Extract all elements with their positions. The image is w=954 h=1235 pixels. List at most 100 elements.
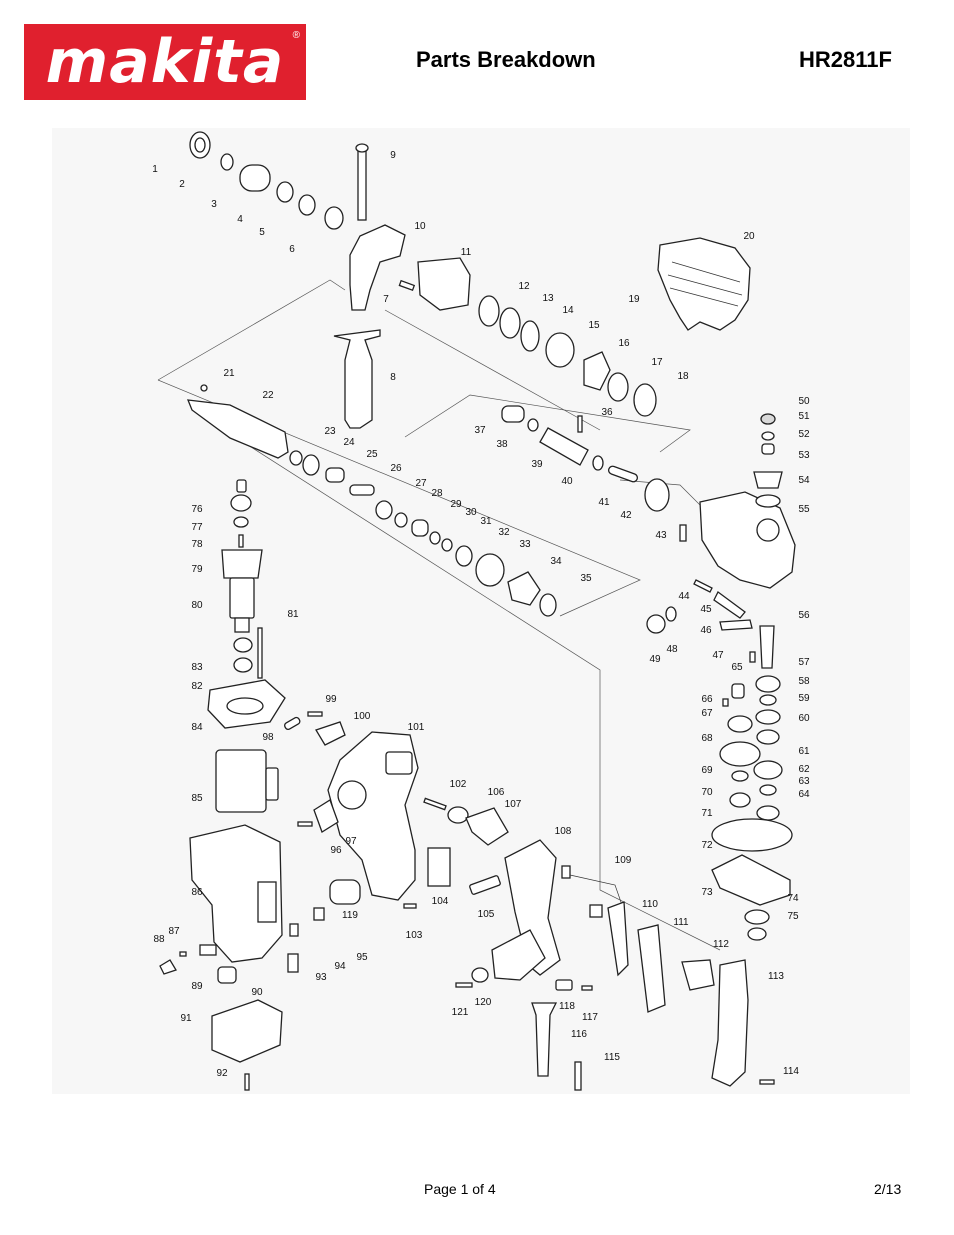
part-callout-39: 39 bbox=[531, 459, 543, 470]
part-callout-33: 33 bbox=[519, 539, 531, 550]
main-housing bbox=[297, 731, 509, 909]
part-callout-45: 45 bbox=[700, 604, 712, 615]
part-callout-121: 121 bbox=[452, 1007, 469, 1018]
spindle-assembly bbox=[186, 384, 557, 617]
part-callout-103: 103 bbox=[406, 930, 423, 941]
part-callout-35: 35 bbox=[580, 573, 592, 584]
side-grip-assembly bbox=[333, 143, 416, 429]
part-callout-1: 1 bbox=[152, 164, 158, 175]
part-callout-85: 85 bbox=[191, 793, 203, 804]
part-callout-61: 61 bbox=[798, 746, 810, 757]
part-callout-8: 8 bbox=[390, 372, 396, 383]
part-callout-114: 114 bbox=[783, 1066, 799, 1077]
part-callout-13: 13 bbox=[542, 293, 554, 304]
wiring-parts bbox=[287, 907, 325, 973]
callout-numbers: 1234567891011121314151617181920212223242… bbox=[152, 150, 810, 1079]
handle-assembly bbox=[455, 839, 775, 1091]
page-number: Page 1 of 4 bbox=[424, 1181, 496, 1197]
part-callout-93: 93 bbox=[315, 972, 327, 983]
part-callout-80: 80 bbox=[191, 600, 203, 611]
part-callout-6: 6 bbox=[289, 244, 295, 255]
part-callout-29: 29 bbox=[450, 499, 462, 510]
impact-bolt-parts bbox=[501, 405, 670, 512]
part-callout-82: 82 bbox=[191, 681, 203, 692]
part-callout-66: 66 bbox=[701, 694, 713, 705]
part-callout-110: 110 bbox=[642, 899, 658, 910]
part-callout-2: 2 bbox=[179, 179, 185, 190]
part-callout-46: 46 bbox=[700, 625, 712, 636]
part-callout-42: 42 bbox=[620, 510, 632, 521]
gear-stack-assembly bbox=[711, 675, 793, 941]
part-callout-43: 43 bbox=[655, 530, 667, 541]
registered-mark: ® bbox=[292, 30, 300, 41]
part-callout-53: 53 bbox=[798, 450, 810, 461]
part-callout-49: 49 bbox=[649, 654, 661, 665]
part-callout-81: 81 bbox=[287, 609, 299, 620]
part-callout-115: 115 bbox=[604, 1052, 620, 1063]
part-callout-76: 76 bbox=[191, 504, 203, 515]
part-callout-113: 113 bbox=[768, 971, 784, 982]
part-callout-9: 9 bbox=[390, 150, 396, 161]
part-callout-71: 71 bbox=[701, 808, 713, 819]
part-callout-52: 52 bbox=[798, 429, 810, 440]
part-callout-65: 65 bbox=[731, 662, 743, 673]
tool-holder-parts bbox=[189, 131, 344, 230]
crank-housing-assembly bbox=[679, 413, 796, 589]
part-callout-97: 97 bbox=[345, 836, 357, 847]
part-callout-28: 28 bbox=[431, 488, 443, 499]
part-callout-108: 108 bbox=[555, 826, 572, 837]
gear-housing-cover bbox=[657, 237, 751, 331]
part-callout-74: 74 bbox=[787, 893, 799, 904]
part-callout-36: 36 bbox=[601, 407, 613, 418]
part-callout-86: 86 bbox=[191, 887, 203, 898]
revision-date: 2/13 bbox=[874, 1181, 902, 1197]
part-callout-51: 51 bbox=[798, 411, 810, 422]
part-callout-60: 60 bbox=[798, 713, 810, 724]
part-callout-79: 79 bbox=[191, 564, 203, 575]
makita-logo: makita ® bbox=[24, 24, 306, 100]
part-callout-37: 37 bbox=[474, 425, 486, 436]
barrel-ring-stack bbox=[417, 257, 657, 417]
part-callout-118: 118 bbox=[559, 1001, 575, 1012]
part-callout-48: 48 bbox=[666, 644, 678, 655]
part-callout-78: 78 bbox=[191, 539, 203, 550]
part-callout-57: 57 bbox=[798, 657, 810, 668]
part-callout-99: 99 bbox=[325, 694, 337, 705]
part-callout-104: 104 bbox=[432, 896, 449, 907]
part-callout-11: 11 bbox=[461, 247, 472, 258]
part-callout-107: 107 bbox=[505, 799, 522, 810]
part-callout-7: 7 bbox=[383, 294, 389, 305]
part-callout-27: 27 bbox=[415, 478, 427, 489]
part-callout-59: 59 bbox=[798, 693, 810, 704]
part-callout-30: 30 bbox=[465, 507, 477, 518]
part-callout-96: 96 bbox=[330, 845, 342, 856]
part-callout-12: 12 bbox=[518, 281, 530, 292]
part-callout-47: 47 bbox=[712, 650, 724, 661]
part-callout-101: 101 bbox=[408, 722, 425, 733]
part-callout-64: 64 bbox=[798, 789, 810, 800]
part-callout-56: 56 bbox=[798, 610, 810, 621]
logo-wordmark: makita bbox=[45, 27, 285, 97]
part-callout-83: 83 bbox=[191, 662, 203, 673]
part-callout-87: 87 bbox=[168, 926, 180, 937]
lever-and-clutch-parts bbox=[646, 579, 775, 669]
part-callout-14: 14 bbox=[562, 305, 574, 316]
part-callout-112: 112 bbox=[713, 939, 729, 950]
part-callout-88: 88 bbox=[153, 934, 165, 945]
page-title: Parts Breakdown bbox=[416, 47, 596, 72]
motor-housing bbox=[159, 824, 283, 1091]
part-callout-38: 38 bbox=[496, 439, 508, 450]
model-number: HR2811F bbox=[799, 47, 892, 72]
part-callout-106: 106 bbox=[488, 787, 505, 798]
part-callout-120: 120 bbox=[475, 997, 492, 1008]
part-callout-15: 15 bbox=[588, 320, 600, 331]
part-callout-26: 26 bbox=[390, 463, 402, 474]
part-callout-18: 18 bbox=[677, 371, 689, 382]
armature-assembly bbox=[221, 479, 263, 679]
part-callout-41: 41 bbox=[598, 497, 610, 508]
part-callout-24: 24 bbox=[343, 437, 355, 448]
part-callout-58: 58 bbox=[798, 676, 810, 687]
part-callout-23: 23 bbox=[324, 426, 336, 437]
part-callout-90: 90 bbox=[251, 987, 263, 998]
part-callout-100: 100 bbox=[354, 711, 371, 722]
